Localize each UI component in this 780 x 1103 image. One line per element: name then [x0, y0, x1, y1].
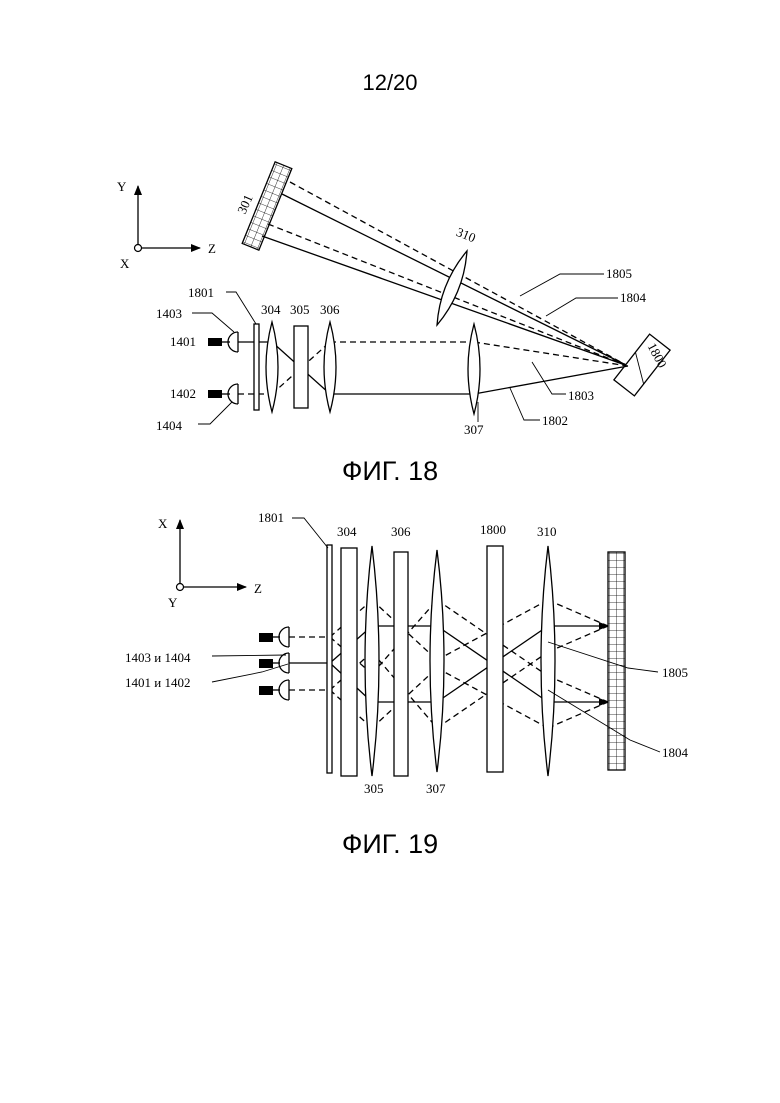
fig18-axis-x-label: X — [120, 256, 130, 271]
fig19-element-1800 — [487, 546, 503, 772]
fig18-lens-306 — [324, 322, 336, 412]
fig18-caption: ФИГ. 18 — [0, 456, 780, 487]
fig18-axis-z-label: Z — [208, 241, 216, 256]
fig18-label-310: 310 — [454, 224, 478, 245]
fig18-plate-1801 — [254, 324, 259, 410]
fig18-label-1804: 1804 — [620, 290, 647, 305]
fig19-label-1805: 1805 — [662, 665, 688, 680]
fig18-label-307: 307 — [464, 422, 484, 437]
fig19-beams — [289, 600, 608, 728]
fig18-label-1801: 1801 — [188, 285, 214, 300]
fig19-label-1403-1404: 1403 и 1404 — [125, 650, 191, 665]
fig19-axis-y-label: Y — [168, 595, 178, 610]
fig18-label-1802: 1802 — [542, 413, 568, 428]
fig19-caption: ФИГ. 19 — [0, 829, 780, 860]
fig18-label-306: 306 — [320, 302, 340, 317]
fig18-label-1403: 1403 — [156, 306, 182, 321]
fig18-label-1402: 1402 — [170, 386, 196, 401]
fig19-label-1800: 1800 — [480, 522, 506, 537]
figure-18: Y Z X 301 310 1800 — [117, 162, 670, 437]
fig19-lens-307 — [430, 550, 444, 772]
fig19-source-bottom — [259, 680, 289, 700]
fig19-plate-1801 — [327, 545, 332, 773]
fig18-label-1803: 1803 — [568, 388, 594, 403]
fig18-label-304: 304 — [261, 302, 281, 317]
fig18-lens-307 — [468, 324, 480, 414]
fig19-label-306: 306 — [391, 524, 411, 539]
fig18-lens-310 — [431, 248, 473, 327]
fig18-label-301: 301 — [234, 192, 256, 216]
fig19-element-306 — [394, 552, 408, 776]
fig18-label-1404: 1404 — [156, 418, 183, 433]
figure-19: X Z Y — [125, 510, 689, 796]
fig19-axes: X Z Y — [158, 516, 262, 610]
fig19-lens-305 — [365, 546, 379, 776]
fig19-axis-z-label: Z — [254, 581, 262, 596]
fig19-screen — [608, 552, 625, 770]
fig18-label-1805: 1805 — [606, 266, 632, 281]
fig19-label-310: 310 — [537, 524, 557, 539]
fig19-label-307: 307 — [426, 781, 446, 796]
fig18-source-1401 — [208, 332, 238, 352]
fig18-label-1401: 1401 — [170, 334, 196, 349]
fig19-source-middle — [259, 653, 289, 673]
fig19-label-1801: 1801 — [258, 510, 284, 525]
fig18-lens-304 — [266, 322, 278, 412]
fig18-axes: Y Z X — [117, 179, 216, 271]
fig19-label-1804: 1804 — [662, 745, 689, 760]
fig19-element-304 — [341, 548, 357, 776]
fig19-axis-x-label: X — [158, 516, 168, 531]
fig19-lens-310 — [541, 546, 555, 776]
fig18-axis-y-label: Y — [117, 179, 127, 194]
fig18-label-305: 305 — [290, 302, 310, 317]
fig18-element-305 — [294, 326, 308, 408]
fig19-source-top — [259, 627, 289, 647]
fig19-label-304: 304 — [337, 524, 357, 539]
fig19-label-305: 305 — [364, 781, 384, 796]
fig18-source-1402 — [208, 384, 238, 404]
fig19-label-1401-1402: 1401 и 1402 — [125, 675, 190, 690]
